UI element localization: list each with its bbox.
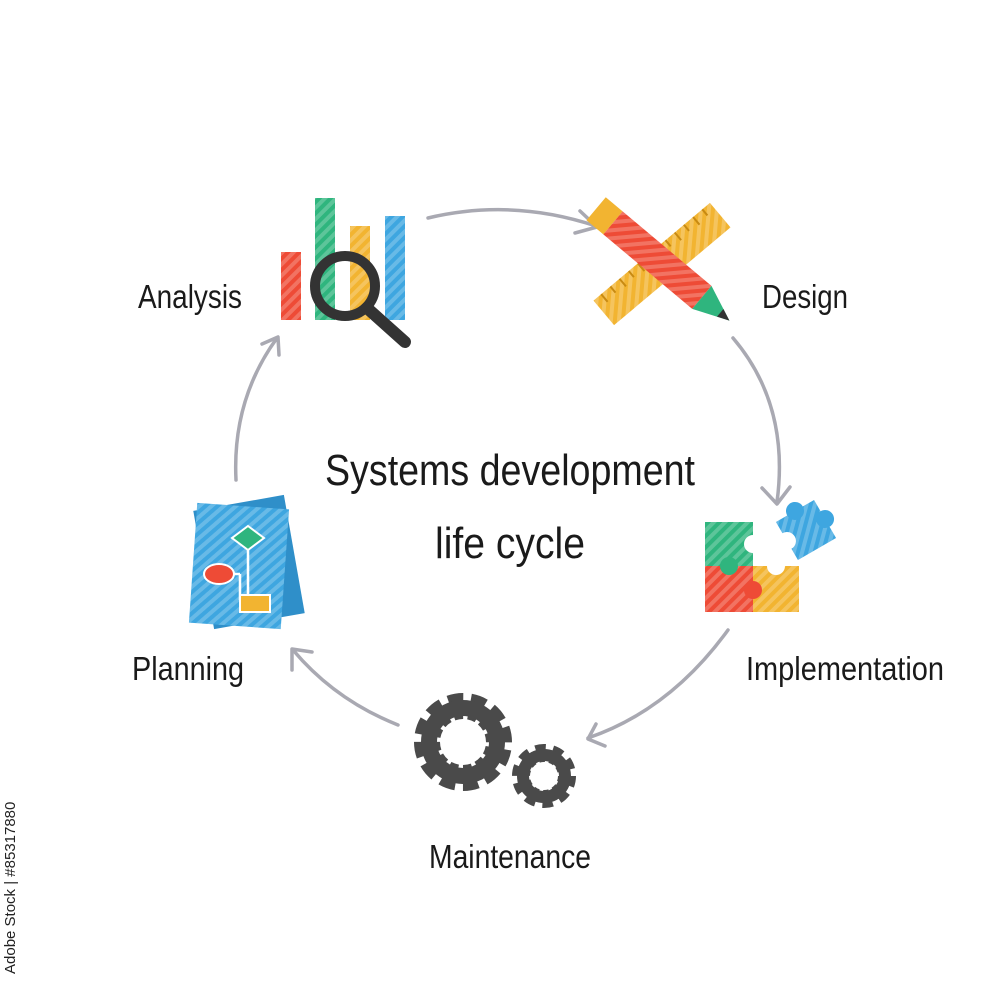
stage-label-planning: Planning [132,650,244,687]
design-ruler-pencil-icon [586,197,731,326]
puzzle-piece-icon [775,499,837,561]
maintenance-gears-icon [414,693,576,808]
planning-flowchart-icon [188,494,305,630]
arrow-implementation-to-maintenance [586,628,730,748]
arrow-design-to-implementation [731,336,792,506]
diagram-title-line2: life cycle [435,519,585,568]
magnifier-icon [310,251,411,348]
arrow-analysis-to-design [426,207,599,235]
pencil-icon [586,197,730,321]
stage-label-implementation: Implementation [746,650,944,687]
stock-watermark: Adobe Stock | #85317880 [2,801,19,974]
implementation-puzzle-icon [705,499,837,612]
gear-large-icon [414,693,512,791]
diagram-title-line1: Systems development [325,446,695,495]
arrow-planning-to-analysis [233,335,281,482]
gear-small-icon [512,744,576,808]
stage-label-design: Design [762,278,848,315]
cycle-arrows [233,207,792,748]
stage-label-maintenance: Maintenance [429,838,591,875]
arrow-maintenance-to-planning [290,647,400,727]
stage-label-analysis: Analysis [138,278,242,315]
analysis-chart-icon [281,198,411,348]
